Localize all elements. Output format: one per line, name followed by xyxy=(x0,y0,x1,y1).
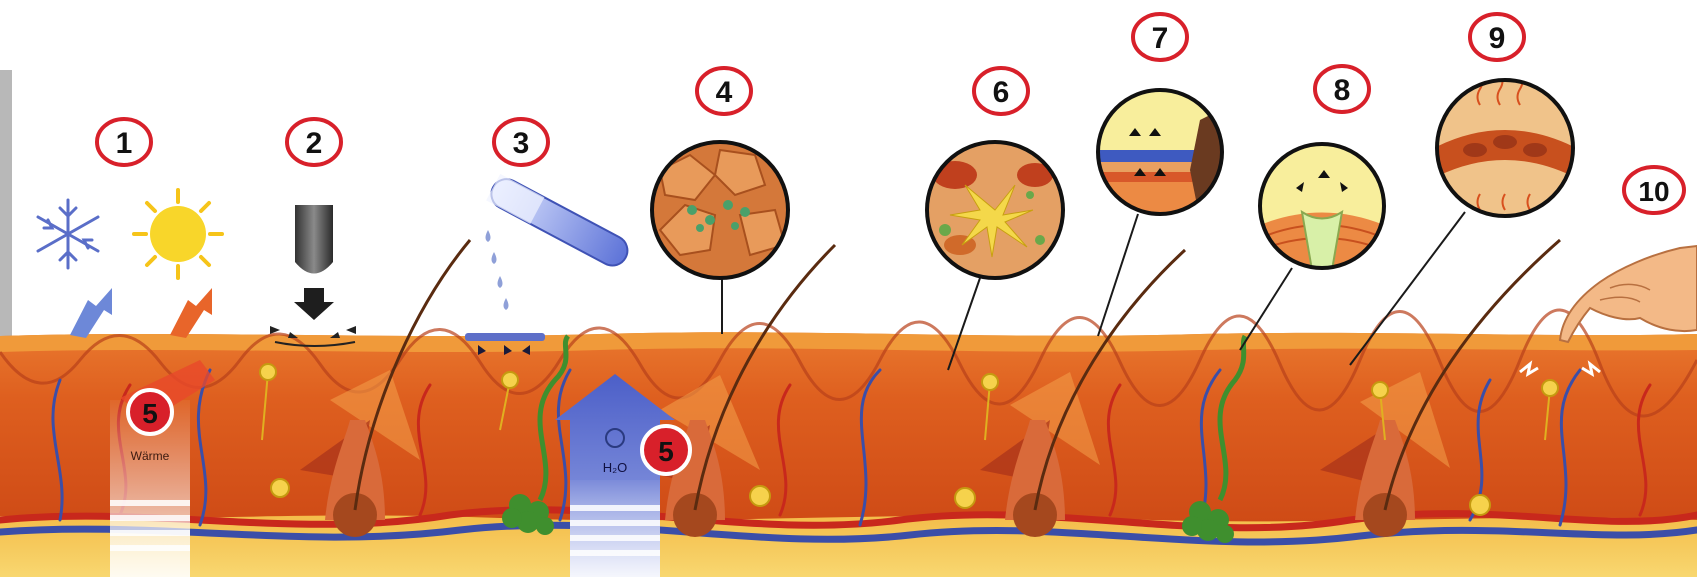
marker-2-label: 2 xyxy=(306,127,323,160)
marker-5a-label: 5 xyxy=(142,398,158,429)
marker-5b-label: 5 xyxy=(658,436,674,467)
marker-3-label: 3 xyxy=(513,127,530,160)
pressure-probe-icon xyxy=(295,205,333,274)
marker-3: 3 xyxy=(494,119,548,165)
marker-7-label: 7 xyxy=(1152,22,1169,55)
warmth-label: Wärme xyxy=(131,449,170,463)
marker-2: 2 xyxy=(287,119,341,165)
marker-8: 8 xyxy=(1315,66,1369,112)
marker-10-label: 10 xyxy=(1638,176,1669,207)
marker-4-label: 4 xyxy=(716,76,733,109)
marker-5-water: 5 xyxy=(642,426,690,474)
marker-9: 9 xyxy=(1470,14,1524,60)
marker-6: 6 xyxy=(974,68,1028,114)
marker-1: 1 xyxy=(97,119,151,165)
marker-1-label: 1 xyxy=(116,127,133,160)
inset-4-magnified-cells xyxy=(652,142,788,278)
marker-8-label: 8 xyxy=(1334,74,1351,107)
inset-6-magnified-tissue xyxy=(927,142,1063,278)
marker-4: 4 xyxy=(697,68,751,114)
marker-5-warmth: 5 xyxy=(128,390,172,434)
marker-9-label: 9 xyxy=(1489,22,1506,55)
water-label: H₂O xyxy=(603,460,628,475)
marker-7: 7 xyxy=(1133,14,1187,60)
inset-8-magnified-pore xyxy=(1260,144,1384,270)
dermis-layer xyxy=(0,332,1697,521)
sun-icon xyxy=(134,190,222,278)
marker-6-label: 6 xyxy=(993,76,1010,109)
marker-10: 10 xyxy=(1624,167,1684,213)
